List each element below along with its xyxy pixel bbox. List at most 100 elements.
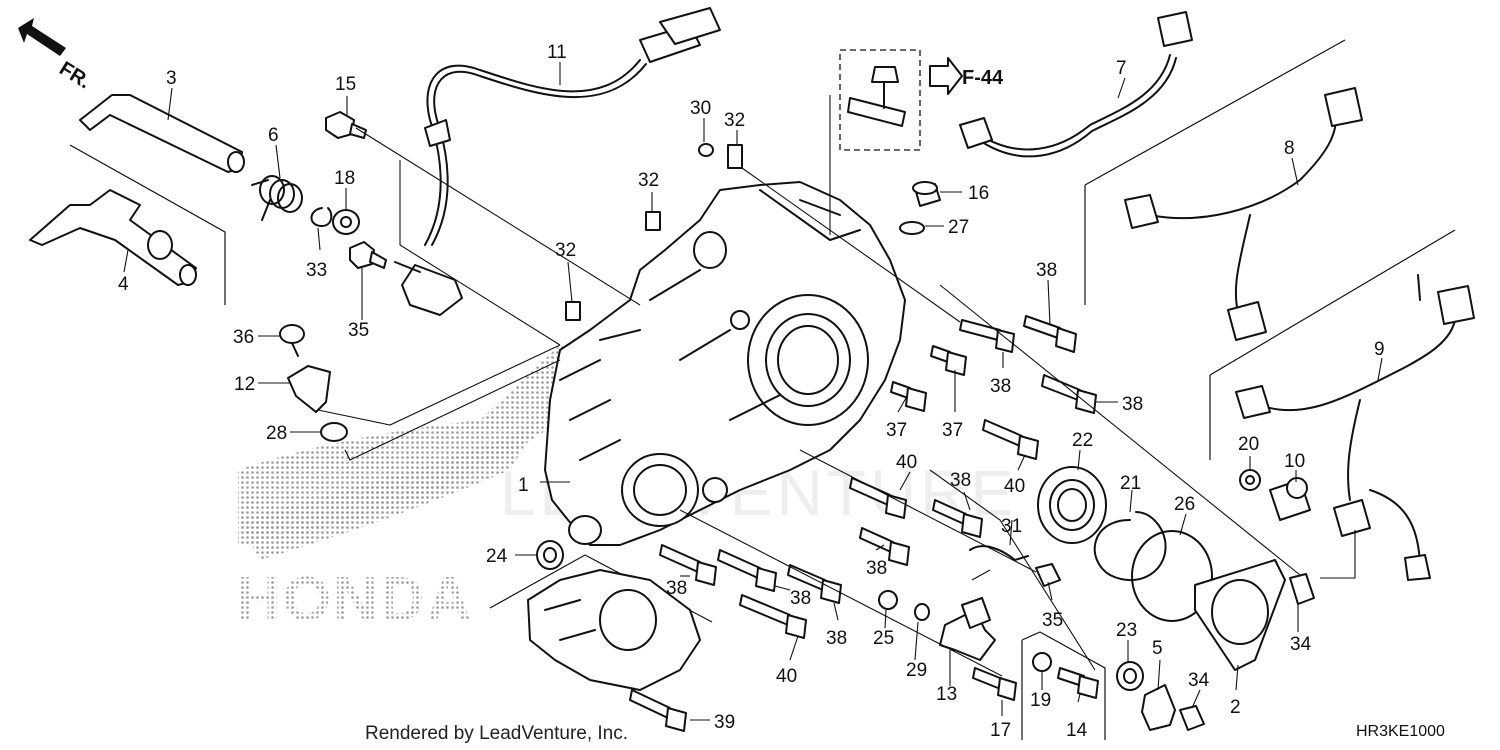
callout-16: 16 bbox=[968, 183, 989, 204]
callout-19: 19 bbox=[1030, 690, 1051, 711]
callout-20: 20 bbox=[1238, 434, 1259, 455]
drain-plug-part-16 bbox=[912, 181, 941, 207]
callout-34-bottom: 34 bbox=[1188, 670, 1210, 691]
callout-5: 5 bbox=[1152, 638, 1163, 659]
callout-7: 7 bbox=[1116, 58, 1127, 79]
reference-label: F-44 bbox=[962, 67, 1004, 89]
washer-part-18 bbox=[332, 209, 360, 235]
callout-32-top: 32 bbox=[724, 110, 745, 131]
callout-38-f: 38 bbox=[666, 578, 687, 599]
gasket-part-2 bbox=[1194, 559, 1286, 671]
snap-ring-part-21 bbox=[1093, 511, 1167, 581]
harness-part-9 bbox=[1235, 274, 1475, 581]
callout-11: 11 bbox=[547, 42, 567, 63]
oil-seal-part-24 bbox=[536, 540, 564, 570]
lower-case-section bbox=[527, 569, 701, 691]
o-ring-part-26 bbox=[1131, 530, 1213, 622]
callout-12: 12 bbox=[234, 374, 255, 395]
shift-spindle-part-4 bbox=[29, 189, 197, 286]
callout-40-bottom: 40 bbox=[776, 666, 797, 687]
callout-24: 24 bbox=[486, 546, 508, 567]
bolt-part-35-left bbox=[349, 241, 387, 269]
honda-watermark-text: HONDA bbox=[236, 565, 473, 634]
bolts-group bbox=[629, 315, 1315, 732]
callout-23: 23 bbox=[1116, 620, 1137, 641]
bolt-part-36 bbox=[279, 324, 305, 357]
callout-18: 18 bbox=[334, 168, 355, 189]
callout-26: 26 bbox=[1174, 494, 1195, 515]
callout-27: 27 bbox=[948, 217, 969, 238]
switch-part-10 bbox=[1269, 477, 1311, 521]
callout-32-low: 32 bbox=[555, 240, 576, 261]
speed-sensor-part-12 bbox=[287, 365, 331, 413]
bracket-part-5 bbox=[1141, 684, 1176, 731]
dowel-pin-part-32-mid bbox=[645, 211, 661, 231]
washer-part-25 bbox=[878, 590, 898, 610]
front-direction-arrow-icon bbox=[18, 18, 66, 56]
bolt-part-15 bbox=[325, 111, 367, 139]
direction-label: FR. bbox=[55, 58, 94, 94]
callout-4: 4 bbox=[118, 274, 129, 295]
callout-17: 17 bbox=[990, 720, 1011, 741]
callout-6: 6 bbox=[268, 125, 279, 146]
callout-40-top: 40 bbox=[896, 452, 917, 473]
washer-part-19 bbox=[1032, 652, 1052, 672]
callout-25: 25 bbox=[873, 628, 894, 649]
callout-37-right: 37 bbox=[942, 420, 963, 441]
callout-9: 9 bbox=[1374, 339, 1385, 360]
callout-37-left: 37 bbox=[886, 420, 907, 441]
crankcase-part-1 bbox=[544, 181, 906, 546]
callout-14: 14 bbox=[1066, 720, 1088, 741]
callout-38-b: 38 bbox=[990, 376, 1011, 397]
callout-13: 13 bbox=[936, 684, 957, 705]
clamp-part-31 bbox=[969, 545, 1029, 561]
callout-28: 28 bbox=[266, 423, 287, 444]
callout-38-h: 38 bbox=[826, 628, 847, 649]
callout-31: 31 bbox=[1001, 516, 1022, 537]
callout-36: 36 bbox=[233, 327, 254, 348]
callout-1: 1 bbox=[518, 475, 529, 496]
o-ring-part-28 bbox=[320, 422, 348, 442]
callout-35-left: 35 bbox=[348, 320, 369, 341]
reference-box bbox=[839, 49, 963, 151]
harness-part-7 bbox=[959, 11, 1193, 158]
callout-2: 2 bbox=[1230, 697, 1241, 718]
callout-38-c: 38 bbox=[1122, 394, 1143, 415]
callout-8: 8 bbox=[1284, 138, 1295, 159]
dowel-pin-part-32-top bbox=[727, 144, 743, 169]
callout-labels: 1 2 3 4 5 6 7 8 9 10 11 12 13 14 15 16 1… bbox=[118, 42, 1385, 741]
callout-38-g: 38 bbox=[790, 588, 811, 609]
callout-38-e: 38 bbox=[866, 558, 887, 579]
callout-35-right: 35 bbox=[1042, 610, 1063, 631]
callout-34-right: 34 bbox=[1290, 634, 1312, 655]
sensor-part-13 bbox=[939, 597, 996, 661]
spring-part-6 bbox=[251, 175, 303, 221]
callout-29: 29 bbox=[906, 660, 927, 681]
harness-part-8 bbox=[1124, 87, 1363, 341]
callout-30: 30 bbox=[690, 98, 711, 119]
callout-21: 21 bbox=[1120, 473, 1141, 494]
render-credit: Rendered by LeadVenture, Inc. bbox=[365, 723, 628, 744]
circlip-part-33 bbox=[310, 207, 333, 227]
leader-lines bbox=[123, 62, 1383, 721]
callout-10: 10 bbox=[1284, 451, 1305, 472]
callout-32-mid: 32 bbox=[638, 170, 659, 191]
callout-3: 3 bbox=[166, 68, 177, 89]
callout-38-a: 38 bbox=[1036, 260, 1057, 281]
o-ring-part-27 bbox=[899, 221, 925, 235]
washer-part-30 bbox=[698, 143, 714, 157]
washer-part-20 bbox=[1239, 469, 1261, 491]
callout-22: 22 bbox=[1072, 430, 1093, 451]
o-ring-part-29 bbox=[914, 603, 930, 621]
shift-shaft-part-3 bbox=[79, 94, 245, 173]
callout-38-d: 38 bbox=[950, 470, 971, 491]
spacer-part-23 bbox=[1116, 661, 1144, 691]
bearing-part-22 bbox=[1037, 466, 1107, 544]
callout-15: 15 bbox=[335, 74, 356, 95]
callout-40-right: 40 bbox=[1004, 476, 1025, 497]
callout-39: 39 bbox=[714, 712, 735, 733]
honda-wing-watermark: HONDA bbox=[236, 338, 600, 634]
callout-33: 33 bbox=[306, 260, 327, 281]
dowel-pin-part-32-low bbox=[565, 301, 581, 321]
